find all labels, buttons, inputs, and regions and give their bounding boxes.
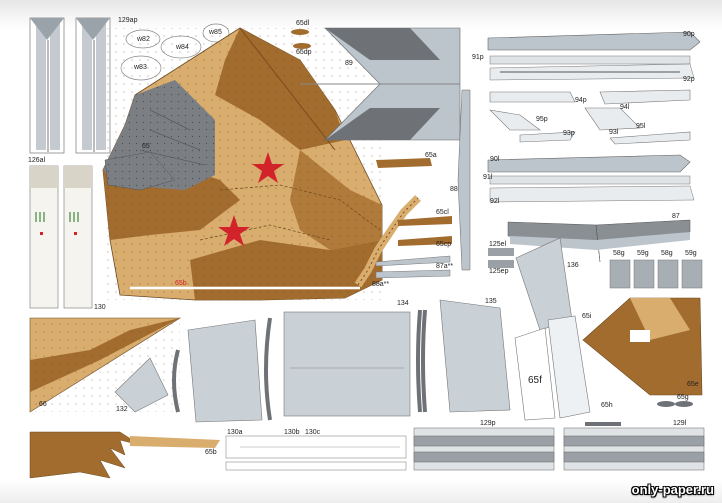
label-59g: 59g: [637, 250, 649, 257]
label-87a: 87a**: [436, 263, 454, 270]
label-132: 132: [116, 406, 128, 413]
part-65c: [398, 216, 452, 246]
label-136: 136: [567, 262, 579, 269]
part-129ap: [29, 17, 111, 154]
label-66: 66: [39, 401, 47, 408]
label-w82: w82: [137, 36, 150, 43]
part-87a: [375, 255, 451, 279]
label-95l: 95l: [636, 123, 646, 130]
red-star-lower-icon: [218, 215, 250, 246]
label-w83: w83: [134, 64, 147, 71]
part-65h-65g: [585, 401, 693, 426]
part-125e: [488, 248, 514, 268]
label-65e: 65e: [687, 381, 699, 388]
label-58g: 58g: [613, 250, 625, 257]
label-65cl: 65cl: [436, 209, 449, 216]
label-129l: 129l: [673, 420, 687, 427]
part-130abc: [225, 435, 407, 471]
label-89: 89: [345, 60, 353, 67]
label-130c: 130c: [305, 429, 321, 436]
label-58g-second: 58g: [661, 250, 673, 257]
label-134: 134: [397, 300, 409, 307]
label-65b-red: 65b: [175, 280, 187, 287]
label-95p: 95p: [536, 116, 548, 123]
label-91p: 91p: [472, 54, 484, 61]
part-93-95: [489, 89, 691, 145]
label-65dp: 65dp: [296, 49, 312, 56]
label-125ep: 125ep: [489, 268, 509, 275]
label-59g-second: 59g: [685, 250, 697, 257]
label-65g: 65g: [677, 394, 689, 401]
label-90p: 90p: [683, 31, 695, 38]
label-87: 87: [672, 213, 680, 220]
part-65f: [514, 315, 591, 421]
label-93l: 93l: [609, 129, 619, 136]
label-93p: 93p: [563, 130, 575, 137]
label-65b: 65b: [205, 449, 217, 456]
label-65: 65: [142, 143, 150, 150]
part-90-92-upper: [487, 31, 701, 81]
label-91l: 91l: [483, 174, 493, 181]
label-88a: 88a**: [372, 281, 390, 288]
label-135: 135: [485, 298, 497, 305]
part-90-92-lower: [487, 154, 695, 203]
label-65i: 65i: [582, 313, 592, 320]
part-89: [300, 27, 461, 141]
part-65: [104, 151, 176, 191]
label-65dl: 65dl: [296, 20, 310, 27]
part-130-panel: [187, 319, 263, 423]
label-130: 130: [94, 304, 106, 311]
label-65f: 65f: [528, 375, 542, 386]
label-94p: 94p: [575, 97, 587, 104]
part-65a: [376, 158, 432, 168]
label-90l: 90l: [490, 156, 500, 163]
part-58g-59g: [609, 259, 703, 289]
label-130a: 130a: [227, 429, 243, 436]
part-129-lower: [413, 427, 705, 471]
label-125el: 125el: [489, 241, 507, 248]
watermark: only-paper.ru: [631, 482, 714, 497]
label-88: 88: [450, 186, 458, 193]
label-92p: 92p: [683, 76, 695, 83]
part-65e: [582, 297, 703, 396]
part-126al: [29, 165, 93, 309]
label-65h: 65h: [601, 402, 613, 409]
curved-strip-parts: [172, 309, 427, 421]
label-126al: 126al: [28, 157, 46, 164]
part-132: [114, 357, 169, 413]
part-135: [439, 299, 511, 413]
red-star-upper-icon: [252, 152, 284, 183]
part-88a: [354, 195, 421, 288]
label-129ap: 129ap: [118, 17, 138, 24]
label-94l: 94l: [620, 104, 630, 111]
label-129p: 129p: [480, 420, 496, 427]
part-88: [457, 89, 471, 271]
label-92l: 92l: [490, 198, 500, 205]
label-130b: 130b: [284, 429, 300, 436]
label-w84: w84: [176, 44, 189, 51]
part-136: [515, 237, 573, 331]
part-66: [29, 317, 182, 413]
part-65b: [29, 431, 220, 479]
part-134: [283, 311, 411, 417]
label-w85: w85: [209, 29, 222, 36]
label-65cp: 65cp: [436, 241, 452, 248]
main-wing-part: [102, 27, 383, 301]
label-65a: 65a: [425, 152, 437, 159]
